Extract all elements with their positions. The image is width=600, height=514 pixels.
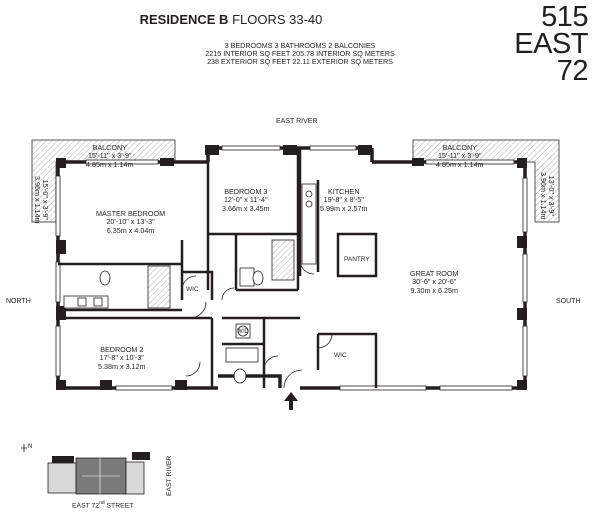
bedroom-3-label: BEDROOM 3 12'-0" x 11'-4" 3.66m x 3.45m <box>222 187 270 213</box>
entry-arrow-icon <box>284 392 298 410</box>
floors-range: FLOORS 33-40 <box>232 12 323 27</box>
wall-piers <box>56 145 527 390</box>
master-bedroom-label: MASTER BEDROOM 20'-10" x 13'-3" 6.35m x … <box>96 209 166 235</box>
spec-rooms: 3 BEDROOMS 3 BATHROOMS 2 BALCONIES <box>224 41 376 50</box>
balcony-west-side-label: 15'-0" x 3'-9" 3.96m x 1.14m <box>32 176 50 224</box>
logo-line-3: 72 <box>556 55 589 87</box>
wic-master-label: WIC <box>186 286 199 293</box>
spec-exterior-area: 238 EXTERIOR SQ FEET 22.11 EXTERIOR SQ M… <box>207 57 393 66</box>
north-label: NORTH <box>6 298 31 305</box>
kitchen-label: KITCHEN 19'-8" x 8'-5" 5.99m x 2.57m <box>320 187 368 213</box>
bedroom-2-label: BEDROOM 2 17'-8" x 10'-3" 5.38m x 3.12m <box>98 345 146 371</box>
page-title: RESIDENCE B FLOORS 33-40 <box>0 12 462 27</box>
residence-name: RESIDENCE B <box>139 12 229 27</box>
balcony-east-label: BALCONY 15'-11" x 3'-9" 4.85m x 1.14m <box>436 143 484 169</box>
windows <box>55 145 528 391</box>
key-plan-north-mark: N <box>28 444 33 450</box>
logo-line-2: EAST <box>514 28 588 60</box>
door-swings <box>181 259 333 389</box>
wic-hall-label: WIC <box>334 352 347 359</box>
great-room-label: GREAT ROOM 30'-6" x 20'-6" 9.30m x 6.25m <box>410 269 459 295</box>
south-label: SOUTH <box>556 298 581 305</box>
building-logo: 515 EAST 72 <box>514 1 589 87</box>
balcony-west-label: BALCONY 15'-11" x 3'-9" 4.85m x 1.14m <box>86 143 134 169</box>
spec-interior-area: 2215 INTERIOR SQ FEET 205.78 INTERIOR SQ… <box>205 49 395 58</box>
bathroom-fixtures <box>63 183 317 384</box>
river-label: EAST RIVER <box>166 455 173 496</box>
key-plan <box>21 444 150 495</box>
balcony-east <box>412 139 560 223</box>
interior-walls <box>58 148 378 388</box>
balcony-east-side-label: 13'-0" x 3'-9" 3.96m x 1.14m <box>538 172 556 220</box>
logo-line-1: 515 <box>541 1 588 33</box>
wd-label: W/D <box>237 329 249 335</box>
east-river-label: EAST RIVER <box>276 118 318 125</box>
pantry-label: PANTRY <box>344 256 370 263</box>
street-label: EAST 72nd STREET <box>72 500 134 510</box>
